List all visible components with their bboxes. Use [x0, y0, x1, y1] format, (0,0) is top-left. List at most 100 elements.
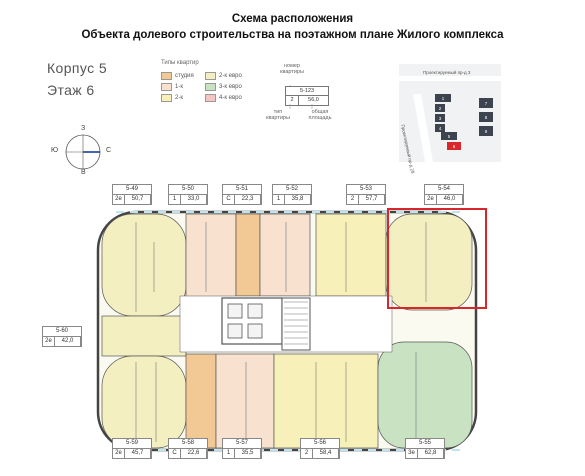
apartment-5-52 — [259, 213, 311, 297]
floor-label: Этаж 6 — [47, 82, 95, 98]
compass-west: Ю — [51, 147, 59, 154]
compass-icon — [65, 134, 101, 170]
apartment-5-59 — [101, 355, 187, 449]
minimap-building — [479, 98, 493, 108]
apartment-type: 2е — [113, 195, 125, 204]
legend-swatch — [161, 94, 172, 102]
building-label: Корпус 5 — [47, 60, 108, 76]
minimap-building — [447, 142, 461, 150]
minimap-building-number: 8 — [485, 115, 488, 120]
header-title: Схема расположения — [231, 13, 354, 25]
minimap-building — [435, 94, 451, 102]
legend-swatch — [205, 83, 216, 91]
minimap-road-top: Проектируемый пр-д 3 — [423, 70, 471, 75]
minimap-building-number: 9 — [485, 129, 488, 134]
key-row: 2 56,0 — [285, 95, 329, 106]
apartment-code: 5-57 — [222, 438, 262, 448]
minimap-building-number: 2 — [439, 106, 442, 111]
apartment-code: 5-53 — [346, 184, 386, 194]
minimap-building — [441, 132, 457, 140]
apartment-type: С — [169, 449, 181, 458]
apartment-code: 5-49 — [112, 184, 152, 194]
apartment-area: 22,6 — [181, 449, 207, 458]
elevator-shaft — [227, 303, 243, 319]
floor-plan — [96, 210, 478, 452]
apartment-area: 46,0 — [437, 195, 463, 204]
compass-south: В — [81, 169, 86, 176]
stair-core — [281, 297, 311, 351]
legend-item: студия — [161, 72, 194, 80]
key-area-label: общая площадь — [308, 109, 332, 122]
apartment-code: 5-52 — [272, 184, 312, 194]
apartment-5-57 — [215, 353, 275, 449]
minimap-building — [479, 112, 493, 122]
apartment-code: 5-54 — [424, 184, 464, 194]
apartment-type: 2 — [347, 195, 359, 204]
legend-label: 2-к — [175, 95, 183, 101]
elevator-shaft — [247, 323, 263, 339]
minimap-building-number: 6 — [453, 144, 456, 149]
compass-north: З — [81, 125, 86, 132]
minimap-building — [435, 124, 445, 132]
apartment-5-53 — [315, 213, 387, 297]
apartment-type: 1 — [169, 195, 181, 204]
key-type-label: тип квартиры — [266, 109, 290, 122]
elevator-shaft — [227, 323, 243, 339]
apartment-code: 5-58 — [168, 438, 208, 448]
apartment-type: 2 — [301, 449, 313, 458]
apartment-5-58 — [185, 353, 217, 449]
apartment-code: 5-55 — [405, 438, 445, 448]
key-area: 56,0 — [308, 97, 319, 103]
legend-item: 2-к — [161, 94, 183, 102]
apartment-code: 5-60 — [42, 326, 82, 336]
apartment-code: 5-59 — [112, 438, 152, 448]
key-rooms: 2 — [286, 96, 299, 105]
apartment-code: 5-56 — [300, 438, 340, 448]
apartment-5-55 — [377, 341, 473, 449]
legend-swatch — [161, 83, 172, 91]
minimap-building — [435, 104, 445, 112]
apartment-area: 35,8 — [285, 195, 311, 204]
legend-label: студия — [175, 73, 194, 79]
apartment-type: 2е — [43, 337, 55, 346]
legend-label: 2-к евро — [219, 73, 242, 79]
legend-label: 1-к — [175, 84, 183, 90]
legend-swatch — [205, 94, 216, 102]
apartment-5-56 — [273, 353, 379, 449]
compass-east: С — [106, 147, 112, 154]
legend-item: 3-к евро — [205, 83, 242, 91]
minimap-building-number: 1 — [442, 96, 445, 101]
apartment-code: 5-51 — [222, 184, 262, 194]
legend-item: 1-к — [161, 83, 183, 91]
minimap-building-number: 4 — [439, 126, 442, 131]
apartment-area: 58,4 — [313, 449, 339, 458]
minimap-building-number: 7 — [485, 101, 488, 106]
selected-apartment-highlight — [387, 208, 487, 309]
legend-title: Типы квартир — [161, 60, 199, 66]
legend-label: 4-к евро — [219, 95, 242, 101]
key-number-label: номер квартиры — [280, 63, 304, 76]
legend-item: 4-к евро — [205, 94, 242, 102]
minimap-building-number: 5 — [448, 134, 451, 139]
